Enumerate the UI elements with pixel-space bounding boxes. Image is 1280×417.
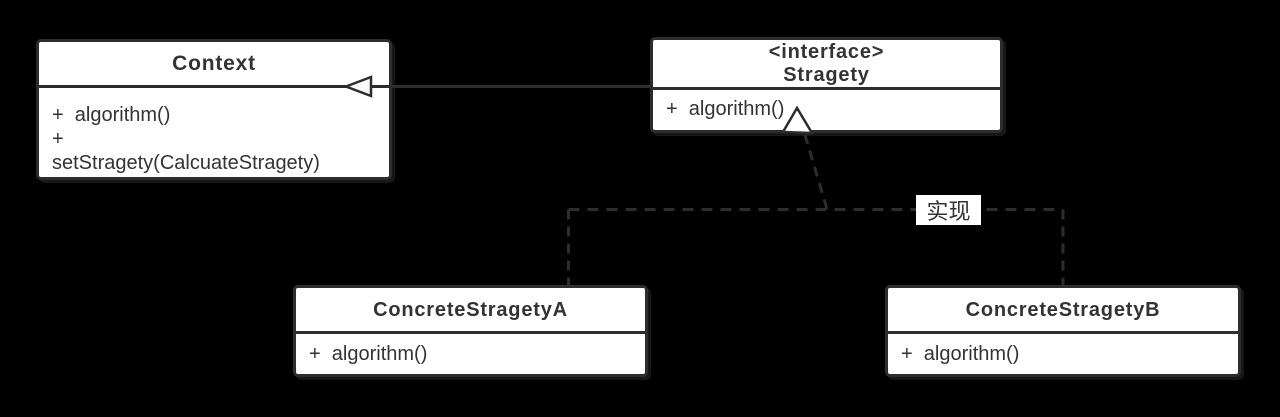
class-stereotype-interface: <interface> xyxy=(768,40,885,63)
member-row: + algorithm() xyxy=(309,343,428,365)
class-box-context: Context + algorithm() + setStragety(Calc… xyxy=(36,39,392,180)
class-body-concrete-b: + algorithm() xyxy=(888,334,1238,366)
class-title-concrete-a: ConcreteStragetyA xyxy=(373,298,568,321)
realization-dashed-diagonal-line xyxy=(803,134,829,210)
class-box-stragety-interface: <interface> Stragety + algorithm() xyxy=(650,37,1003,133)
member-row: + xyxy=(52,128,64,150)
member-row: + algorithm() xyxy=(666,98,785,120)
class-title-context: Context xyxy=(172,51,256,75)
class-box-concrete-stragety-b: ConcreteStragetyB + algorithm() xyxy=(885,285,1241,377)
realization-label: 实现 xyxy=(916,195,981,225)
class-body-stragety: + algorithm() xyxy=(653,90,1000,121)
class-body-context: + algorithm() + setStragety(CalcuateStra… xyxy=(39,88,389,175)
member-row: + algorithm() xyxy=(901,343,1020,365)
class-body-concrete-a: + algorithm() xyxy=(296,334,645,366)
member-row: + algorithm() xyxy=(52,104,171,126)
member-row: setStragety(CalcuateStragety) xyxy=(52,152,320,174)
class-title-stragety: Stragety xyxy=(783,63,870,86)
class-header-concrete-b: ConcreteStragetyB xyxy=(888,288,1238,334)
class-header-stragety: <interface> Stragety xyxy=(653,40,1000,90)
class-header-context: Context xyxy=(39,42,389,88)
class-header-concrete-a: ConcreteStragetyA xyxy=(296,288,645,334)
class-title-concrete-b: ConcreteStragetyB xyxy=(965,298,1161,321)
class-box-concrete-stragety-a: ConcreteStragetyA + algorithm() xyxy=(293,285,648,377)
